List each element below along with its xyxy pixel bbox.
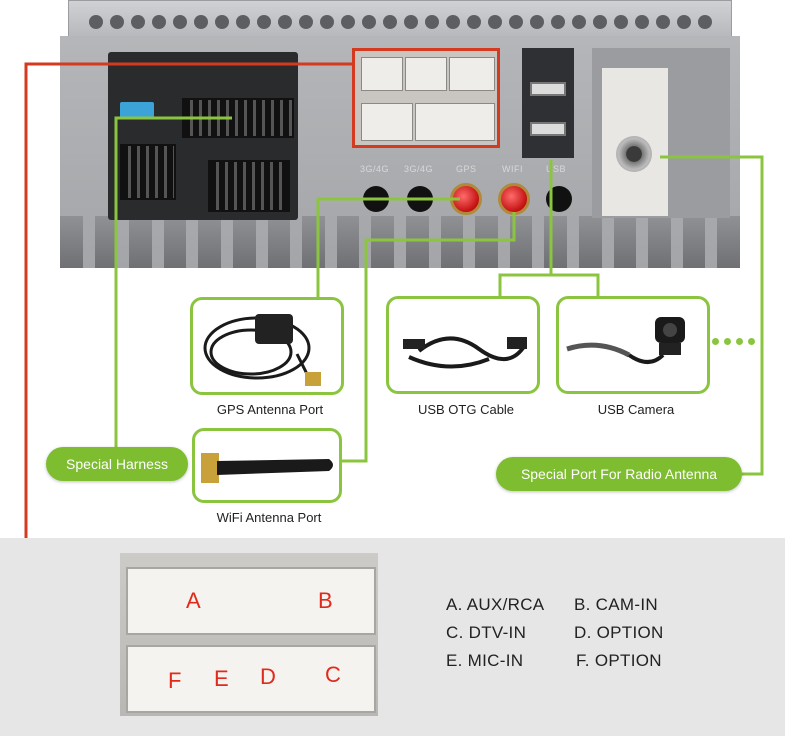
gps-line — [316, 197, 460, 300]
legend-d: D. OPTION — [574, 623, 664, 642]
usb-otg-card — [386, 296, 540, 394]
gps-antenna-label: GPS Antenna Port — [216, 402, 324, 417]
pin-header-lower — [208, 160, 290, 212]
heat-sink-fins — [60, 216, 740, 268]
connector-lower-row — [126, 645, 376, 713]
usb-split-line — [498, 273, 600, 296]
special-harness-pill: Special Harness — [46, 447, 188, 481]
port-label-3g4g-1: 3G/4G — [360, 164, 390, 174]
legend-a: A. AUX/RCA — [446, 595, 545, 614]
special-harness-line — [114, 116, 232, 450]
wifi-antenna-card — [192, 428, 342, 503]
more-accessories-dots — [712, 338, 755, 345]
wifi-line — [342, 212, 516, 463]
connector-upper-row — [126, 567, 376, 635]
radio-antenna-socket — [616, 136, 652, 172]
radio-antenna-pill: Special Port For Radio Antenna — [496, 457, 742, 491]
radio-antenna-port-block — [592, 48, 730, 218]
usb-port-stack — [522, 48, 574, 158]
main-power-connector-block — [108, 52, 298, 220]
connector-letter-d: D — [260, 664, 276, 689]
port-label-gps: GPS — [456, 164, 477, 174]
usb-camera-label: USB Camera — [597, 402, 675, 417]
usb-otg-label: USB OTG Cable — [417, 402, 515, 417]
wifi-antenna-label: WiFi Antenna Port — [216, 510, 322, 525]
radio-line — [660, 155, 764, 476]
wifi-antenna-image — [201, 453, 333, 483]
usb-otg-cable-image — [403, 336, 527, 369]
port-label-3g4g-2: 3G/4G — [404, 164, 434, 174]
head-unit-back-panel: 3G/4G 3G/4G GPS WIFI USB — [60, 0, 740, 268]
gps-antenna-image — [203, 314, 321, 386]
gps-antenna-card — [190, 297, 344, 395]
port-label-wifi: WIFI — [502, 164, 523, 174]
connector-letter-e: E — [214, 666, 229, 691]
rca-harness-sockets-highlight — [352, 48, 500, 148]
legend-f: F. OPTION — [576, 651, 662, 670]
connector-letter-c: C — [325, 662, 341, 687]
port-label-usb: USB — [546, 164, 567, 174]
pin-header-small — [120, 144, 176, 200]
legend-b: B. CAM-IN — [574, 595, 658, 614]
legend-c: C. DTV-IN — [446, 623, 527, 642]
usb-camera-card — [556, 296, 710, 394]
fuse — [120, 102, 154, 118]
wifi-antenna-socket — [498, 183, 530, 215]
connector-letter-f: F — [168, 668, 182, 693]
legend-e: E. MIC-IN — [446, 651, 524, 670]
unit-top-vent-strip — [68, 0, 732, 38]
harness-legend-band — [0, 538, 785, 736]
connector-letter-a: A — [186, 588, 201, 613]
harness-connector-photo — [120, 553, 378, 716]
usb-camera-image — [566, 317, 685, 364]
connector-letter-b: B — [318, 588, 333, 613]
